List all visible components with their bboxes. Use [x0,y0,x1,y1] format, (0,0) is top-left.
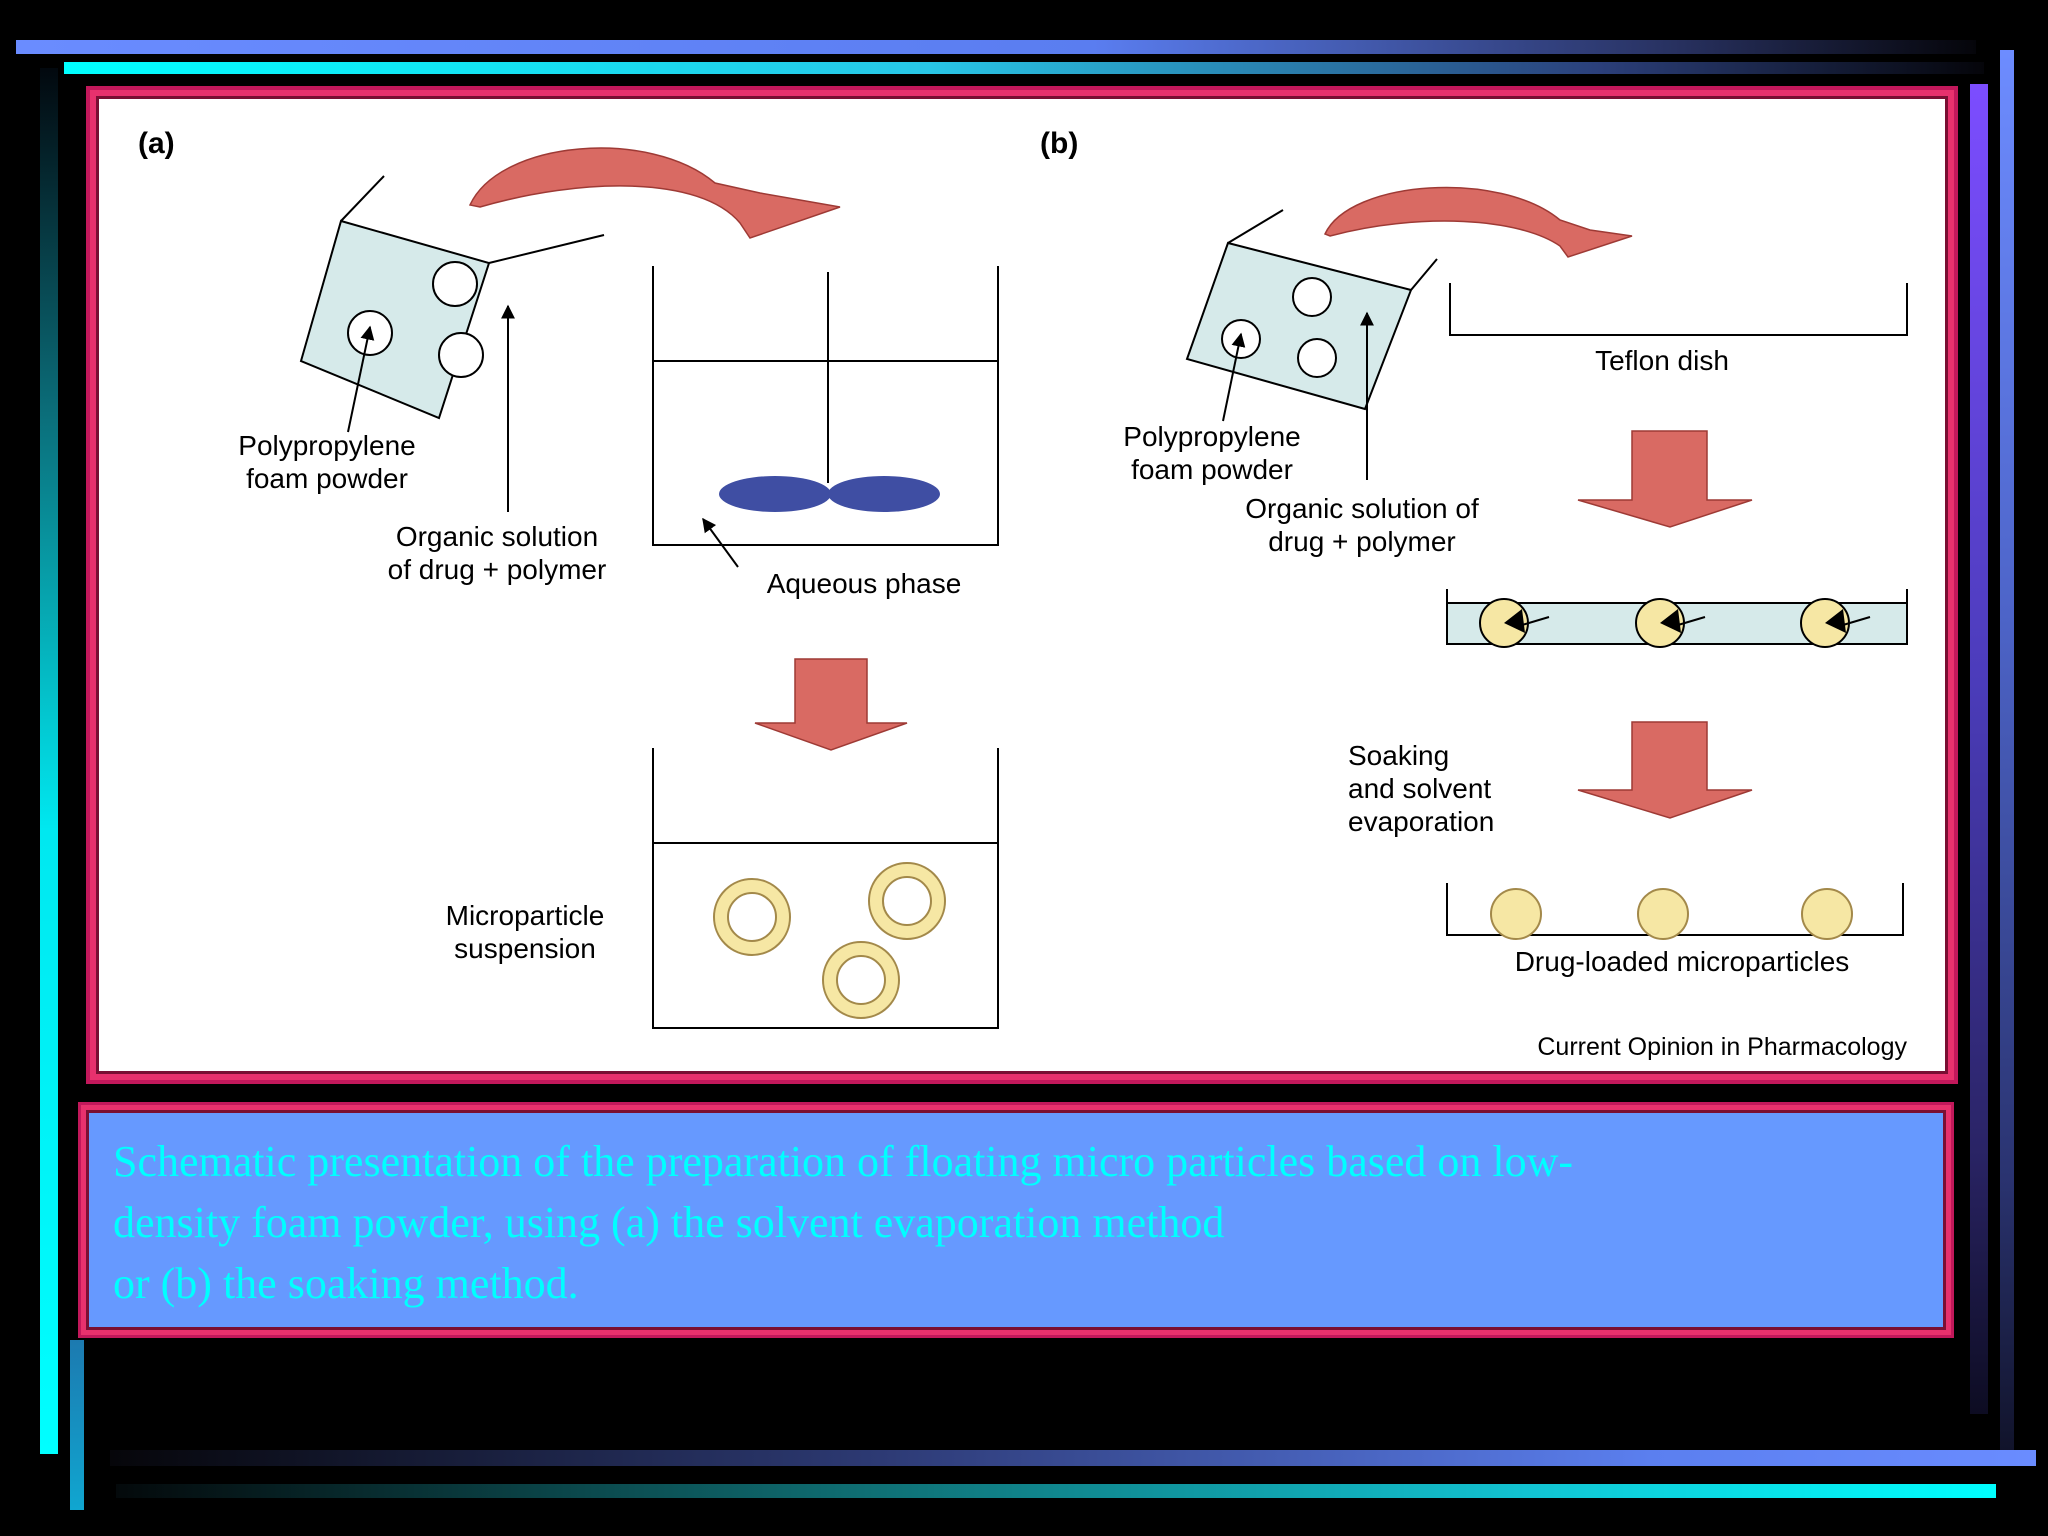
label-line: and solvent [1348,773,1491,804]
pointer-foam-a [347,325,375,433]
label-line: Organic solution of [1245,493,1479,524]
microparticle [868,862,946,940]
microparticle [713,878,791,956]
drug-loaded-microparticle [1490,888,1542,940]
label-line: evaporation [1348,806,1494,837]
label-line: foam powder [246,463,408,494]
foam-particle [1297,338,1337,378]
curved-transfer-arrow-b [1323,186,1633,258]
soaked-dish [1446,589,1908,648]
teflon-dish [1449,283,1908,336]
stirrer-blade [828,476,940,512]
foam-container-a [299,175,605,420]
decorative-bar-top-inner [64,62,1984,74]
container-fill-b [1185,241,1413,411]
decorative-bar-bottom-inner [116,1484,1996,1498]
beaker-stirrer [652,266,999,546]
suspension-beaker [652,748,999,1029]
drug-loaded-microparticle [1801,888,1853,940]
label-line: drug + polymer [1268,526,1456,557]
decorative-bar-left-inner [70,1340,84,1510]
foam-particle [438,332,484,378]
decorative-bar-right [1970,84,1988,1414]
foam-container-b [1185,209,1438,411]
soaking-particle [1479,598,1550,648]
teflon-dish-label: Teflon dish [1595,345,1729,376]
source-credit: Current Opinion in Pharmacology [1537,1033,1907,1061]
soaking-particle [1635,598,1706,648]
decorative-bar-left [40,68,58,1454]
label-line: Organic solution [396,521,598,552]
down-arrow-b1 [1577,430,1753,528]
drug-loaded-microparticles-label: Drug-loaded microparticles [1515,946,1850,977]
pointer-foam-b [1222,332,1246,422]
aqueous-phase-label: Aqueous phase [767,568,962,599]
caption-panel: Schematic presentation of the preparatio… [86,1110,1946,1330]
microparticle [822,941,900,1019]
foam-particle [1221,319,1261,359]
panel-a-label: (a) [138,127,175,160]
panel-b-label: (b) [1040,127,1078,160]
label-line: Polypropylene [1123,421,1300,452]
label-line: Soaking [1348,740,1449,771]
foam-particle [347,310,393,356]
soaking-particle [1800,598,1871,648]
curved-transfer-arrow-a [468,147,841,239]
label-line: of drug + polymer [388,554,607,585]
decorative-bar-bottom [110,1450,2036,1466]
caption-box: Schematic presentation of the preparatio… [78,1102,1954,1338]
foam-particle [1292,277,1332,317]
container-fill-a [299,219,491,420]
caption-text: Schematic presentation of the preparatio… [113,1137,1574,1308]
stirrer-blade [719,476,831,512]
decorative-bar-right-outer [2000,50,2014,1460]
label-line: suspension [454,933,596,964]
label-line: foam powder [1131,454,1293,485]
down-arrow-a [754,658,908,751]
foam-particle [432,261,478,307]
label-line: Microparticle [446,900,605,931]
down-arrow-b2 [1577,721,1753,819]
final-dish [1446,883,1904,940]
drug-loaded-microparticle [1637,888,1689,940]
pointer-aqueous [702,517,739,568]
label-line: Polypropylene [238,430,415,461]
decorative-bar-top [16,40,1976,54]
